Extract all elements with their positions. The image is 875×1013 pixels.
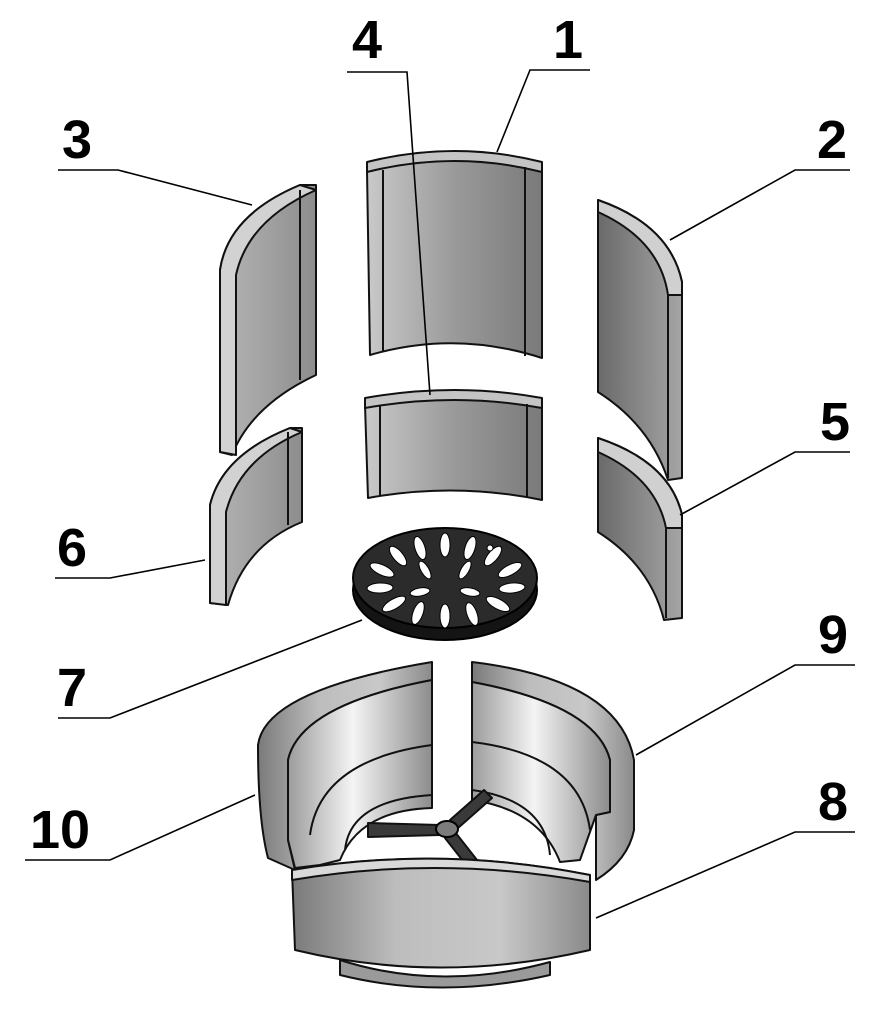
part-8-front-base-segment — [291, 857, 591, 989]
grate-slots — [366, 532, 526, 629]
part-5-right-lower-panel — [597, 437, 683, 621]
callout-6: 6 — [57, 518, 87, 578]
part-9-10-base-ring — [257, 661, 635, 881]
callout-1: 1 — [553, 10, 583, 70]
part-3-left-upper-panel — [219, 184, 317, 456]
callout-labels: 1 2 3 4 5 6 7 8 9 10 — [30, 10, 850, 860]
leader-2 — [669, 169, 850, 241]
leader-5 — [679, 451, 850, 516]
leader-8 — [595, 831, 855, 919]
part-7-grate — [352, 527, 538, 641]
callout-9: 9 — [818, 605, 848, 665]
callout-4: 4 — [352, 10, 382, 70]
leader-10 — [25, 794, 256, 861]
callout-2: 2 — [817, 110, 847, 170]
leader-4 — [347, 71, 431, 396]
callout-5: 5 — [820, 392, 850, 452]
part-4-front-lower-panel — [364, 389, 543, 501]
leader-1 — [496, 69, 590, 153]
callout-10: 10 — [30, 800, 90, 860]
leader-6 — [55, 559, 206, 579]
leader-7 — [58, 619, 363, 719]
part-2-right-upper-panel — [597, 199, 683, 481]
leader-9 — [635, 664, 855, 756]
part-1-front-upper-panel — [366, 150, 543, 359]
callout-7: 7 — [57, 658, 87, 718]
part-6-left-lower-panel — [209, 427, 303, 606]
leader-lines — [25, 69, 855, 919]
callout-3: 3 — [62, 110, 92, 170]
leader-3 — [58, 169, 253, 206]
callout-8: 8 — [818, 772, 848, 832]
